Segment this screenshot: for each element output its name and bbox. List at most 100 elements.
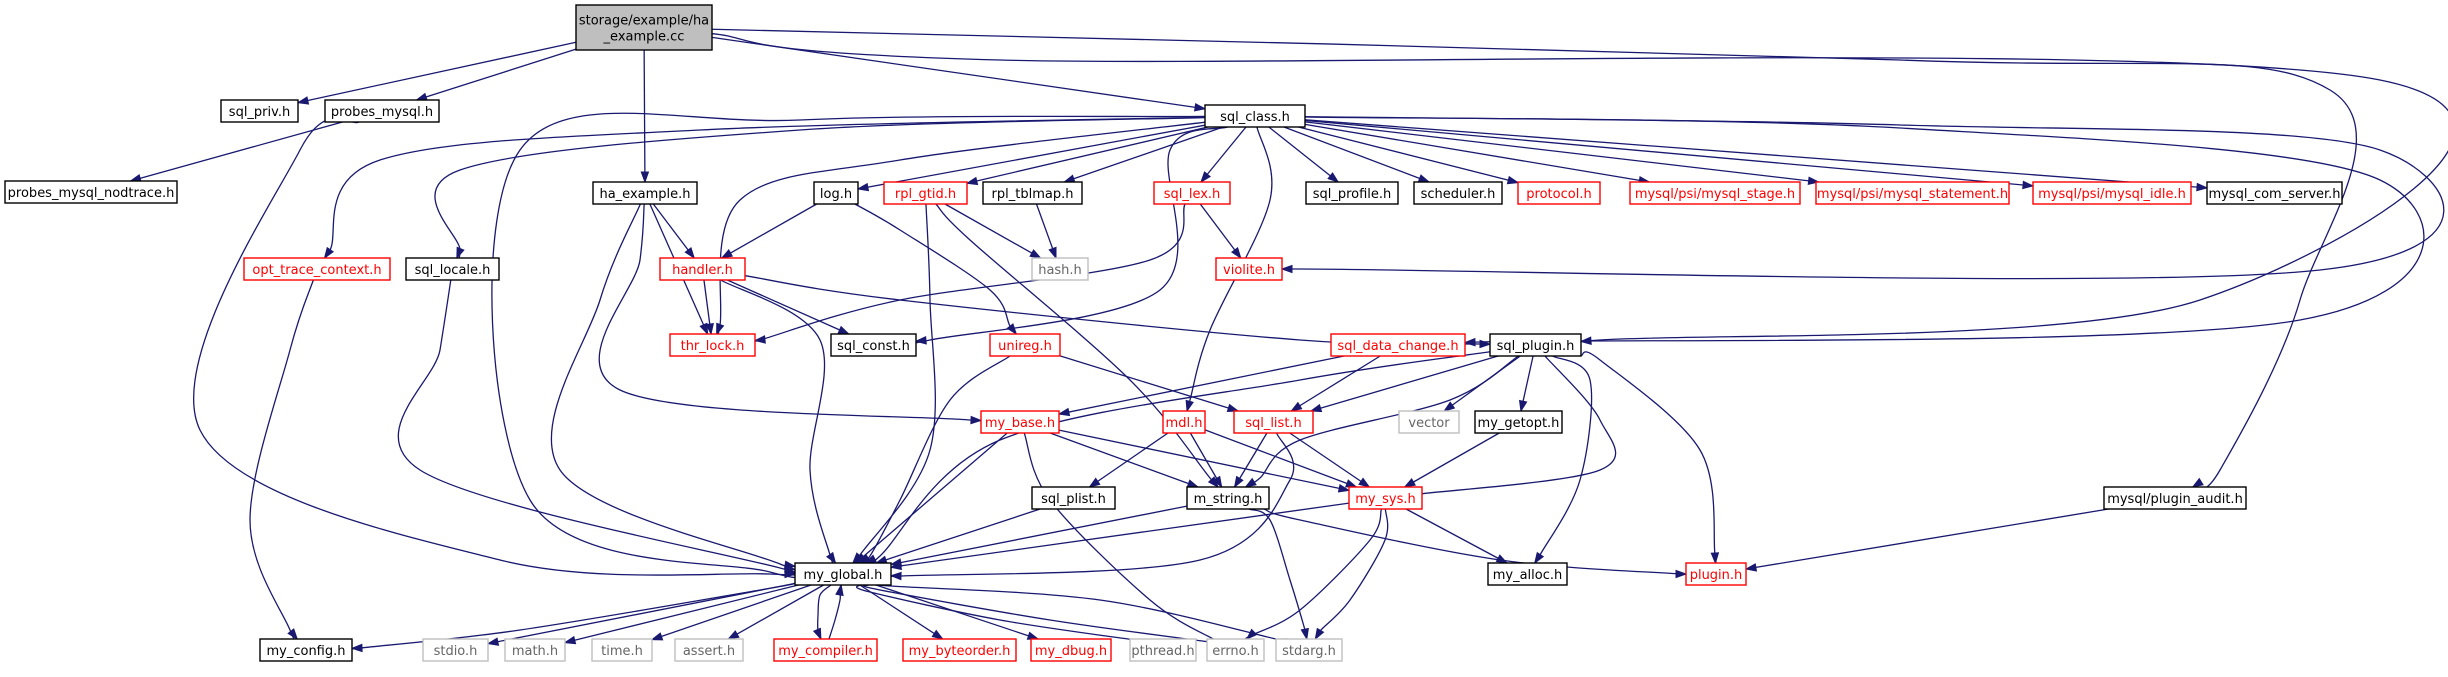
arrowhead — [835, 583, 844, 597]
node-my-sys[interactable]: my_sys.h — [1348, 486, 1423, 510]
arrowhead — [1327, 172, 1340, 183]
node-opt-trace-context[interactable]: opt_trace_context.h — [243, 257, 391, 281]
edge-my_base-to-my_global — [854, 432, 1008, 564]
arrowhead — [296, 96, 310, 105]
node-root[interactable]: storage/example/ha_example.cc — [575, 4, 713, 51]
node-scheduler[interactable]: scheduler.h — [1413, 181, 1503, 205]
node-label: stdarg.h — [1282, 644, 1336, 659]
arrowhead — [1309, 403, 1323, 413]
node-stdarg: stdarg.h — [1275, 638, 1343, 662]
node-my-global[interactable]: my_global.h — [794, 562, 892, 586]
edge-line — [1310, 355, 1499, 412]
edge-log-to-unireg — [854, 203, 1018, 336]
node-label: my_dbug.h — [1035, 644, 1107, 659]
edge-sql_data_change-to-my_base — [1057, 355, 1345, 417]
node-my-config[interactable]: my_config.h — [259, 638, 353, 662]
node-mysql-plugin-audit[interactable]: mysql/plugin_audit.h — [2103, 486, 2247, 510]
node-label: mysql/psi/mysql_idle.h — [2038, 187, 2186, 202]
edge-unireg-to-sql_list — [1059, 355, 1240, 413]
arrowhead — [640, 171, 650, 184]
node-sql-list[interactable]: sql_list.h — [1233, 410, 1314, 434]
node-box — [989, 333, 1061, 357]
node-ha-example[interactable]: ha_example.h — [592, 181, 698, 205]
arrowhead — [1006, 323, 1018, 336]
edge-m_string-to-my_global — [889, 505, 1188, 567]
node-sql-const[interactable]: sql_const.h — [830, 333, 917, 357]
node-box — [1153, 181, 1231, 205]
edge-m_string-to-plugin — [1263, 508, 1696, 579]
node-probes-mysql-nodtrace[interactable]: probes_mysql_nodtrace.h — [4, 180, 178, 204]
node-my-getopt[interactable]: my_getopt.h — [1474, 410, 1563, 434]
arrowhead — [1495, 554, 1509, 564]
node-violite[interactable]: violite.h — [1215, 257, 1283, 281]
node-box — [794, 562, 892, 586]
edge-line — [416, 48, 577, 101]
node-my-compiler[interactable]: my_compiler.h — [773, 638, 878, 662]
node-sql-profile[interactable]: sql_profile.h — [1305, 181, 1399, 205]
edge-my_compiler-to-my_global — [828, 583, 844, 640]
node-vector: vector — [1398, 410, 1460, 434]
node-rpl-tblmap[interactable]: rpl_tblmap.h — [982, 181, 1083, 205]
node-sql-lex[interactable]: sql_lex.h — [1153, 181, 1231, 205]
edge-line — [854, 203, 1017, 335]
edge-line — [864, 351, 1491, 568]
node-sql-plist[interactable]: sql_plist.h — [1031, 486, 1116, 510]
node-box — [2103, 486, 2247, 510]
edge-sql_class-to-mdl — [1185, 126, 1273, 413]
node-mysql-com-server[interactable]: mysql_com_server.h — [2206, 181, 2343, 205]
edge-sql_class-to-opt_trace_context — [323, 116, 1206, 261]
arrowhead — [854, 552, 867, 564]
node-thr-lock[interactable]: thr_lock.h — [669, 333, 756, 357]
edge-my_global-to-assert — [727, 584, 824, 640]
node-handler[interactable]: handler.h — [659, 257, 746, 281]
node-probes-mysql[interactable]: probes_mysql.h — [324, 99, 440, 123]
edge-line — [1199, 203, 1242, 259]
node-box — [4, 180, 178, 204]
node-my-alloc[interactable]: my_alloc.h — [1487, 562, 1568, 586]
node-label: log.h — [820, 187, 852, 202]
arrowhead — [1233, 475, 1244, 489]
arrowhead — [1062, 174, 1076, 183]
node-rpl-gtid[interactable]: rpl_gtid.h — [883, 181, 968, 205]
node-label: ha_example.h — [599, 187, 690, 202]
node-sql-plugin[interactable]: sql_plugin.h — [1489, 333, 1582, 357]
node-m-string[interactable]: m_string.h — [1186, 486, 1270, 510]
edge-sql_class-to-sql_const — [907, 126, 1228, 345]
node-mdl[interactable]: mdl.h — [1162, 410, 1206, 434]
edge-line — [1058, 355, 1345, 415]
edge-line — [1283, 126, 1430, 183]
node-mysql-stage[interactable]: mysql/psi/mysql_stage.h — [1629, 181, 1801, 205]
node-my-byteorder[interactable]: my_byteorder.h — [902, 638, 1017, 662]
node-label: m_string.h — [1194, 492, 1263, 507]
node-label: hash.h — [1038, 263, 1082, 278]
node-mysql-idle[interactable]: mysql/psi/mysql_idle.h — [2032, 181, 2192, 205]
node-label: my_sys.h — [1355, 492, 1415, 507]
edge-sql_locale-to-my_global — [397, 279, 813, 577]
edge-line — [1049, 432, 1199, 488]
node-label: sql_plist.h — [1041, 492, 1106, 507]
node-box — [592, 181, 698, 205]
node-math: math.h — [504, 638, 566, 662]
arrowhead — [2196, 182, 2209, 192]
node-my-dbug[interactable]: my_dbug.h — [1030, 638, 1112, 662]
node-plugin[interactable]: plugin.h — [1685, 562, 1747, 586]
node-sql-priv[interactable]: sql_priv.h — [220, 99, 299, 123]
arrowhead — [456, 246, 465, 260]
node-log[interactable]: log.h — [813, 181, 859, 205]
edge-line — [1268, 126, 1339, 183]
node-sql-locale[interactable]: sql_locale.h — [405, 257, 500, 281]
edge-handler-to-my_global — [720, 279, 837, 565]
arrowhead — [784, 564, 797, 573]
node-my-base[interactable]: my_base.h — [980, 410, 1060, 434]
arrowhead — [856, 182, 870, 192]
node-box — [1489, 333, 1582, 357]
edge-rpl_gtid-to-hash — [944, 203, 1042, 259]
node-protocol[interactable]: protocol.h — [1517, 181, 1601, 205]
edge-line — [720, 279, 837, 565]
node-unireg[interactable]: unireg.h — [989, 333, 1061, 357]
node-sql-data-change[interactable]: sql_data_change.h — [1330, 333, 1466, 357]
node-sql-class[interactable]: sql_class.h — [1204, 104, 1306, 128]
node-mysql-statement[interactable]: mysql/psi/mysql_statement.h — [1815, 181, 2010, 205]
edge-probes_mysql-to-probes_mysql_nodtrace — [129, 121, 343, 183]
